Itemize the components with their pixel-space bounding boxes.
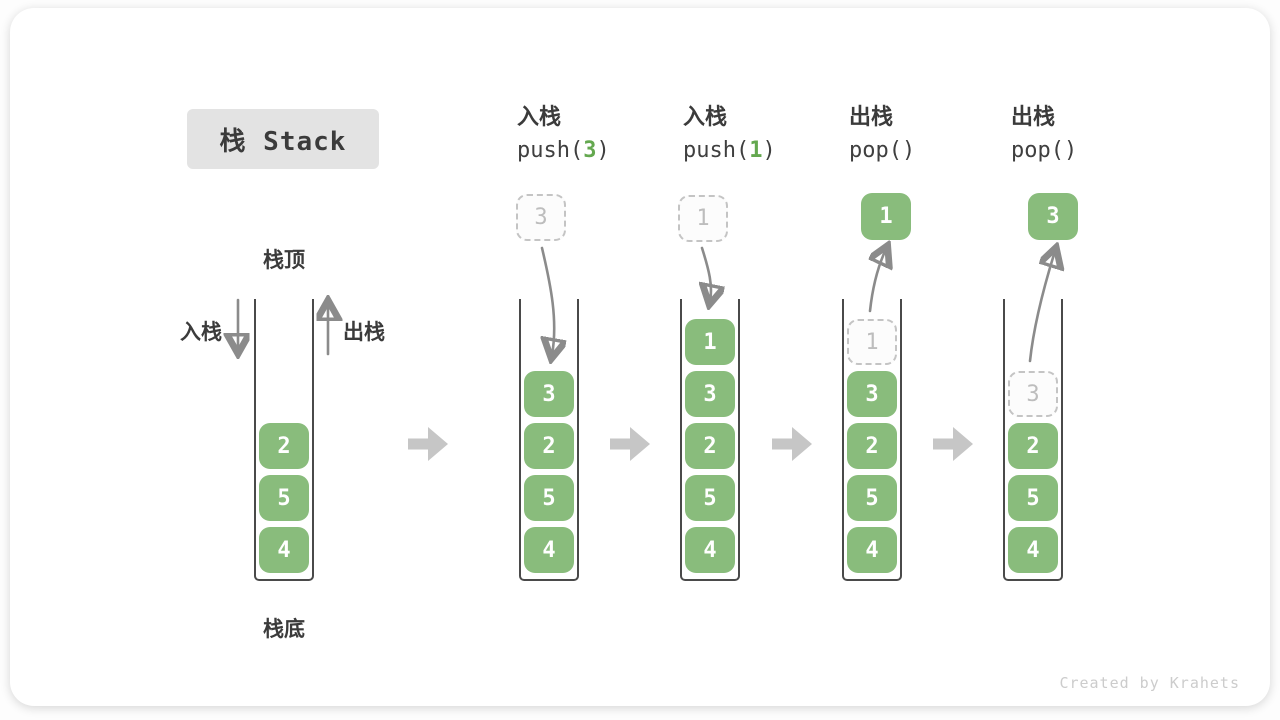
stack-block: 4	[259, 527, 309, 573]
code-num: 1	[749, 138, 763, 163]
stack-block: 5	[259, 475, 309, 521]
stack-top-label: 栈顶	[263, 249, 305, 272]
stack-block: 5	[524, 475, 574, 521]
stack-block: 3	[847, 371, 897, 417]
op-header-push-3: 入栈 push(3)	[517, 104, 610, 164]
code-pre: push(	[683, 138, 750, 163]
step-arrow-icon	[772, 427, 812, 461]
code-pre: pop()	[1011, 138, 1078, 163]
stack-block: 2	[1008, 423, 1058, 469]
step-arrow-icon	[933, 427, 973, 461]
code-pre: push(	[517, 138, 584, 163]
stack-block: 2	[524, 423, 574, 469]
push-side-label: 入栈	[180, 321, 222, 344]
op-header-push-1: 入栈 push(1)	[683, 104, 776, 164]
stack-block: 3	[685, 371, 735, 417]
stack-block: 5	[847, 475, 897, 521]
title-text: 栈 Stack	[219, 126, 347, 157]
stack-block: 1	[685, 319, 735, 365]
incoming-value-box: 3	[516, 194, 566, 241]
removed-slot: 3	[1008, 371, 1058, 417]
op-name: 出栈	[1011, 104, 1056, 129]
op-header-pop-1: 出栈 pop()	[849, 104, 915, 164]
stack-container-4: 1 3 2 5 4	[842, 299, 902, 581]
stack-container-3: 1 3 2 5 4	[680, 299, 740, 581]
op-name: 入栈	[683, 104, 728, 129]
stack-block: 2	[685, 423, 735, 469]
code-pre: pop()	[849, 138, 916, 163]
stack-block: 4	[685, 527, 735, 573]
code-post: )	[762, 138, 776, 163]
code-num: 3	[583, 138, 597, 163]
op-code: pop()	[849, 138, 915, 164]
stack-container-5: 3 2 5 4	[1003, 299, 1063, 581]
op-name: 出栈	[849, 104, 894, 129]
step-arrow-icon	[408, 427, 448, 461]
stack-bottom-label: 栈底	[263, 618, 305, 641]
stack-container-2: 3 2 5 4	[519, 299, 579, 581]
watermark: Created by Krahets	[1059, 674, 1240, 692]
push-1-arrow-icon	[702, 246, 711, 301]
op-name: 入栈	[517, 104, 562, 129]
stack-block: 5	[1008, 475, 1058, 521]
stack-block: 3	[524, 371, 574, 417]
stack-block: 5	[685, 475, 735, 521]
popped-value-box: 1	[861, 193, 911, 240]
figure-card: 栈 Stack 入栈 push(3) 入栈 push(1) 出栈 pop() 出…	[10, 8, 1270, 706]
op-header-pop-2: 出栈 pop()	[1011, 104, 1077, 164]
code-post: )	[596, 138, 610, 163]
title-box: 栈 Stack	[187, 109, 379, 169]
op-code: pop()	[1011, 138, 1077, 164]
stack-block: 4	[1008, 527, 1058, 573]
popped-value-box: 3	[1028, 193, 1078, 240]
stack-block: 2	[259, 423, 309, 469]
stack-block: 4	[847, 527, 897, 573]
incoming-value-box: 1	[678, 195, 728, 242]
pop-side-label: 出栈	[343, 321, 385, 344]
step-arrow-icon	[610, 427, 650, 461]
op-code: push(1)	[683, 138, 776, 164]
stack-block: 2	[847, 423, 897, 469]
op-code: push(3)	[517, 138, 610, 164]
removed-slot: 1	[847, 319, 897, 365]
stack-block: 4	[524, 527, 574, 573]
stack-container-1: 2 5 4	[254, 299, 314, 581]
